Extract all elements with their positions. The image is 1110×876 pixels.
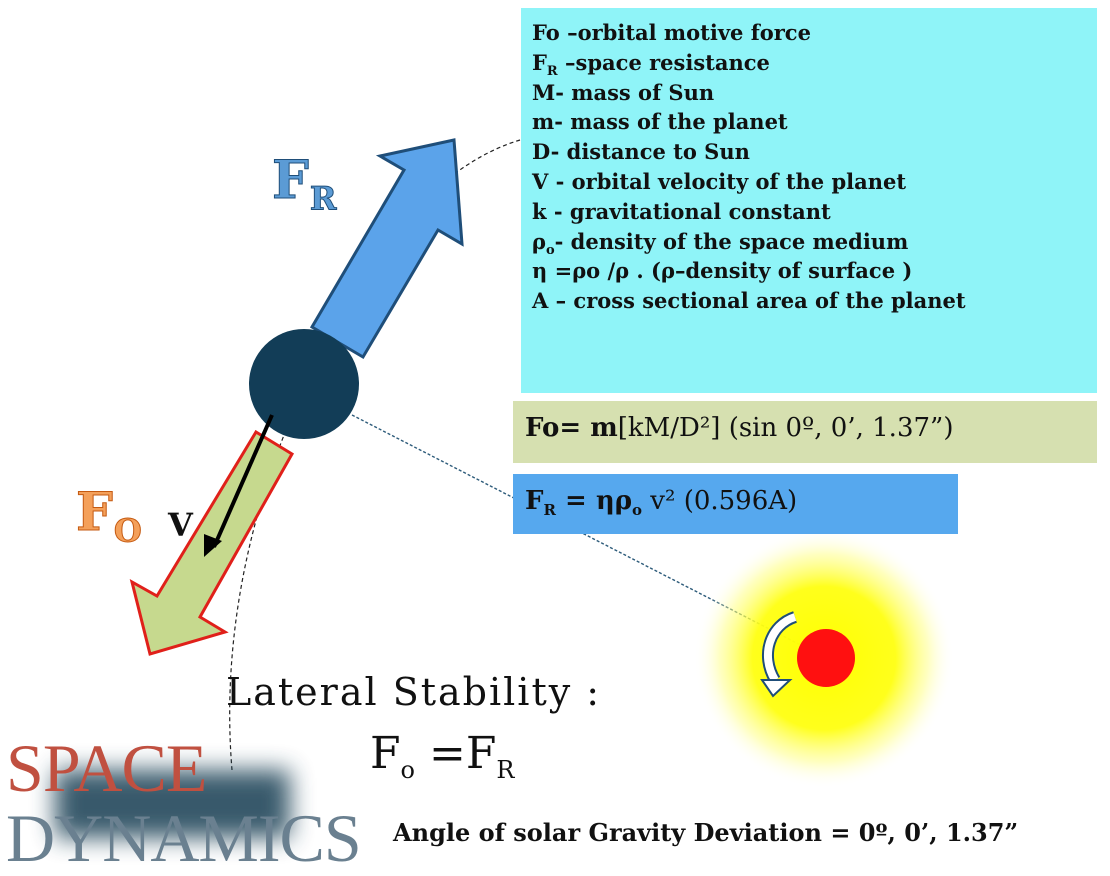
legend-item: A – cross sectional area of the planet — [532, 288, 966, 314]
legend-item: m- mass of the planet — [532, 109, 788, 135]
brand-shadow — [55, 770, 290, 838]
fr-equation: FR = ηρo v² (0.596A) — [513, 474, 958, 534]
velocity-arrow — [212, 414, 274, 548]
fo-equation-lhs: Fo= m — [525, 413, 618, 443]
velocity-arrowhead — [204, 534, 222, 557]
fo-equation-rhs: [kM/D²] (sin 0º, 0’, 1.37”) — [617, 413, 954, 443]
lateral-stability-title: Lateral Stability : — [226, 670, 602, 714]
planet — [249, 329, 359, 439]
sun — [797, 629, 855, 687]
planet-sun-line — [351, 414, 821, 656]
brand-line-1: SPACE — [6, 730, 207, 806]
brand-line-2: DYNAMICS — [6, 800, 362, 876]
fr-label: FR — [272, 150, 338, 218]
legend-item: FR –space resistance — [532, 49, 770, 79]
legend-item: η =ρo /ρ . (ρ–density of surface ) — [532, 258, 913, 284]
legend-item: k - gravitational constant — [532, 198, 831, 224]
legend-item: D- distance to Sun — [532, 139, 750, 165]
angle-deviation-text: Angle of solar Gravity Deviation = 0º, 0… — [393, 818, 1019, 847]
stability-equation: Fo =FR — [370, 728, 515, 784]
fo-label: FO — [76, 482, 143, 550]
brand-logo: SPACE DYNAMICS — [6, 730, 362, 876]
legend-item: Fo –orbital motive force — [532, 20, 811, 45]
legend-item: V - orbital velocity of the planet — [532, 168, 907, 194]
fo-equation: Fo= m[kM/D²] (sin 0º, 0’, 1.37”) — [513, 401, 1097, 463]
legend-item: M- mass of Sun — [532, 79, 715, 105]
sun-rotation-icon — [760, 611, 798, 698]
legend-box: Fo –orbital motive force FR –space resis… — [521, 8, 1097, 393]
legend-item: ρo- density of the space medium — [532, 228, 909, 258]
velocity-label: V — [168, 506, 193, 544]
fr-arrow — [309, 138, 464, 360]
